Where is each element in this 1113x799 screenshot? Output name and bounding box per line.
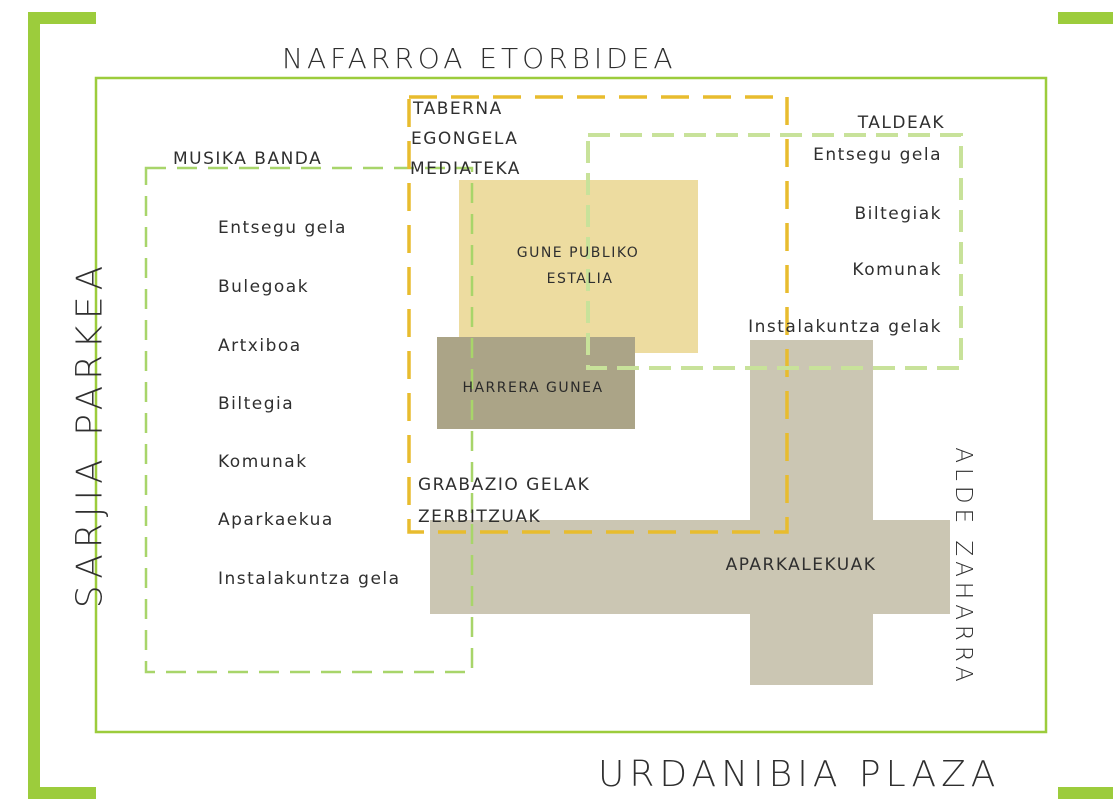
taldeak-item: Instalakuntza gelak bbox=[748, 317, 942, 337]
harrera-label: HARRERA GUNEA bbox=[462, 380, 604, 396]
parking-vertical-bar bbox=[750, 340, 873, 685]
musika-item: Komunak bbox=[218, 452, 308, 472]
taldeak-item: Komunak bbox=[852, 260, 942, 280]
musika-item: Artxiboa bbox=[218, 336, 302, 356]
street-east: ALDE ZAHARRA bbox=[950, 447, 976, 687]
taldeak-title: TALDEAK bbox=[857, 113, 945, 133]
zerbitzuak-label: ZERBITZUAK bbox=[418, 507, 542, 527]
taldeak-zone bbox=[586, 133, 963, 370]
street-west: SARJIA PARKEA bbox=[69, 259, 111, 609]
street-north: NAFARROA ETORBIDEA bbox=[282, 42, 677, 75]
aparkalekuak-label: APARKALEKUAK bbox=[725, 555, 877, 575]
taberna-zone bbox=[407, 95, 789, 534]
site-boundary bbox=[94, 76, 1048, 734]
musika-item: Biltegia bbox=[218, 394, 295, 414]
taberna-label: TABERNA bbox=[413, 99, 503, 119]
egongela-label: EGONGELA bbox=[411, 129, 519, 149]
musika-item: Entsegu gela bbox=[218, 218, 347, 238]
taldeak-item: Biltegiak bbox=[854, 204, 942, 224]
street-south: URDANIBIA PLAZA bbox=[598, 754, 1001, 795]
musika-item: Instalakuntza gela bbox=[218, 569, 401, 589]
estalia-label: ESTALIA bbox=[546, 271, 614, 287]
musika-banda-zone bbox=[144, 166, 474, 674]
gune-publiko-block bbox=[459, 180, 698, 353]
harrera-block bbox=[437, 337, 635, 429]
left-bracket bbox=[28, 12, 96, 799]
musika-item: Aparkaekua bbox=[218, 510, 334, 530]
gune-publiko-label: GUNE PUBLIKO bbox=[516, 245, 640, 261]
musika-banda-title: MUSIKA BANDA bbox=[173, 149, 323, 169]
taldeak-item: Entsegu gela bbox=[813, 145, 942, 165]
mediateka-label: MEDIATEKA bbox=[410, 159, 521, 179]
musika-item: Bulegoak bbox=[218, 277, 310, 297]
grabazio-label: GRABAZIO GELAK bbox=[418, 475, 591, 495]
